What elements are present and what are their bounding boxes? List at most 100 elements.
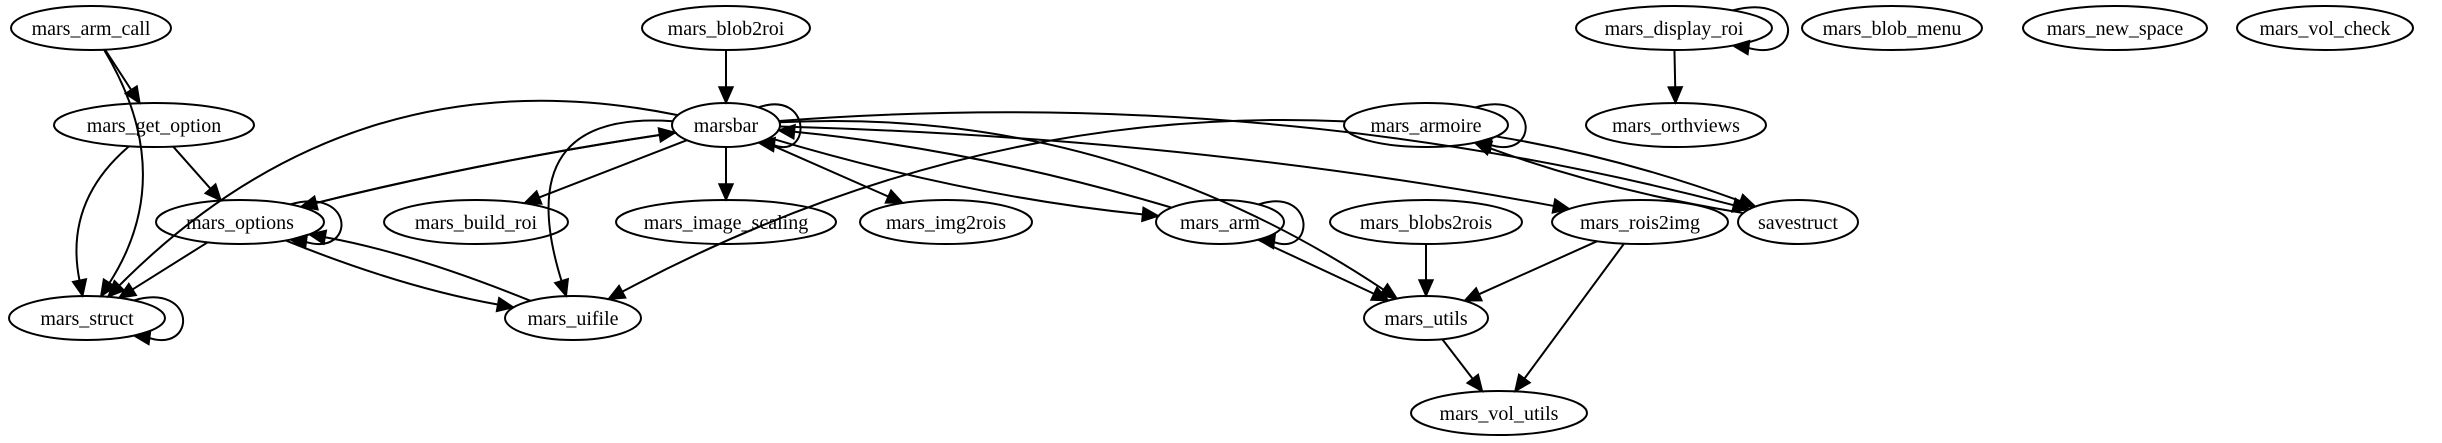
edge-savestruct-to-mars-armoire-arrowhead <box>1472 140 1494 157</box>
edge-mars-uifile-to-mars-options-line <box>324 236 531 302</box>
edge-mars-utils-to-mars-vol-utils-arrowhead <box>1465 373 1484 393</box>
node-mars-arm-call[interactable]: mars_arm_call <box>10 5 172 51</box>
edge-mars-arm-to-marsbar <box>794 130 1172 209</box>
node-mars-options[interactable]: mars_options <box>155 199 325 245</box>
edge-mars-arm-call-to-mars-struct <box>103 49 144 284</box>
node-ellipse <box>10 5 172 51</box>
node-label: mars_new_space <box>2047 18 2184 40</box>
node-label: mars_arm_call <box>32 18 151 40</box>
node-mars-blob-menu[interactable]: mars_blob_menu <box>1801 5 1983 51</box>
node-label: mars_blob_menu <box>1823 18 1962 40</box>
edge-mars-arm-to-mars-utils-arrowhead <box>1369 286 1391 302</box>
edge-marsbar-to-mars-struct <box>118 99 678 287</box>
node-mars-struct[interactable]: mars_struct <box>8 295 166 341</box>
node-mars-get-option[interactable]: mars_get_option <box>53 102 255 148</box>
edge-marsbar-to-mars-utils <box>779 119 1385 291</box>
node-ellipse <box>155 199 325 245</box>
edge-marsbar-to-mars-rois2img-line <box>779 125 1554 207</box>
node-ellipse <box>383 199 569 245</box>
edge-marsbar-to-mars-options-line <box>315 131 676 204</box>
edge-mars-display-roi-to-mars-orthviews-arrowhead <box>1667 86 1684 105</box>
edge-marsbar-to-mars-img2rois <box>762 140 889 198</box>
edge-mars-arm-call-to-mars-get-option-arrowhead <box>123 84 141 105</box>
edge-marsbar-to-mars-rois2img-arrowhead <box>1551 197 1572 214</box>
node-mars-image-scaling[interactable]: mars_image_scaling <box>615 199 837 245</box>
edge-mars-get-option-to-mars-struct <box>75 145 130 281</box>
edge-mars-struct-to-mars-struct <box>133 296 184 341</box>
edge-marsbar-to-savestruct-line <box>779 111 1734 207</box>
edge-marsbar-to-mars-build-roi <box>538 139 688 199</box>
edge-mars-blobs2rois-to-mars-utils-arrowhead <box>1417 279 1435 298</box>
edge-mars-display-roi-to-mars-orthviews-line <box>1673 49 1677 88</box>
node-label: mars_vol_utils <box>1440 403 1559 425</box>
edge-marsbar-to-marsbar-line <box>758 103 802 148</box>
edge-marsbar-to-mars-uifile-arrowhead <box>553 277 570 298</box>
node-mars-display-roi[interactable]: mars_display_roi <box>1575 5 1773 51</box>
edge-mars-armoire-to-mars-armoire <box>1474 103 1527 148</box>
edge-mars-armoire-to-savestruct-arrowhead <box>1736 193 1758 209</box>
edge-savestruct-to-mars-armoire-line <box>1489 147 1744 215</box>
edge-mars-get-option-to-mars-struct-line <box>75 145 130 281</box>
node-ellipse <box>2236 5 2414 51</box>
node-mars-vol-check[interactable]: mars_vol_check <box>2236 5 2414 51</box>
edge-mars-arm-to-mars-utils <box>1257 238 1375 295</box>
node-mars-orthviews[interactable]: mars_orthviews <box>1585 102 1767 148</box>
edge-mars-arm-to-mars-arm-line <box>1258 200 1305 245</box>
node-mars-build-roi[interactable]: mars_build_roi <box>383 199 569 245</box>
edge-mars-rois2img-to-mars-utils <box>1478 240 1598 296</box>
edge-marsbar-to-mars-rois2img <box>779 125 1554 207</box>
edge-mars-options-to-mars-uifile-arrowhead <box>495 296 516 313</box>
edge-mars-utils-to-mars-vol-utils <box>1441 338 1474 380</box>
edge-mars-options-to-mars-struct-arrowhead <box>117 282 138 299</box>
edge-mars-options-to-mars-options-line <box>290 200 343 245</box>
edge-mars-display-roi-to-mars-display-roi <box>1732 6 1790 51</box>
edge-marsbar-to-mars-struct-line <box>118 99 678 287</box>
edge-marsbar-to-mars-build-roi-line <box>538 139 688 199</box>
edge-marsbar-to-mars-img2rois-arrowhead <box>884 188 905 204</box>
node-mars-armoire[interactable]: mars_armoire <box>1343 102 1509 148</box>
node-ellipse <box>504 295 642 341</box>
edge-marsbar-to-mars-struct-arrowhead <box>106 279 126 299</box>
edge-mars-utils-to-mars-vol-utils-line <box>1441 338 1474 380</box>
node-ellipse <box>1343 102 1509 148</box>
node-ellipse <box>1363 295 1489 341</box>
node-mars-rois2img[interactable]: mars_rois2img <box>1551 199 1729 245</box>
node-label: mars_img2rois <box>886 212 1006 234</box>
node-marsbar[interactable]: marsbar <box>671 102 781 148</box>
node-label: savestruct <box>1758 212 1838 234</box>
node-mars-utils[interactable]: mars_utils <box>1363 295 1489 341</box>
node-mars-arm[interactable]: mars_arm <box>1155 199 1285 245</box>
node-mars-blobs2rois[interactable]: mars_blobs2rois <box>1329 199 1523 245</box>
edge-marsbar-to-mars-uifile <box>547 119 673 282</box>
node-ellipse <box>1410 390 1588 436</box>
edge-mars-blob2roi-to-marsbar-arrowhead <box>717 86 735 105</box>
node-label: mars_get_option <box>87 115 221 137</box>
node-ellipse <box>53 102 255 148</box>
edge-marsbar-to-mars-utils-line <box>779 119 1385 291</box>
node-label: mars_display_roi <box>1605 18 1744 40</box>
node-ellipse <box>641 5 811 51</box>
edge-mars-armoire-to-savestruct <box>1495 135 1741 202</box>
node-mars-vol-utils[interactable]: mars_vol_utils <box>1410 390 1588 436</box>
edge-mars-options-to-mars-uifile-line <box>285 239 498 306</box>
edge-marsbar-to-mars-build-roi-arrowhead <box>522 189 543 205</box>
edge-mars-options-to-marsbar-arrowhead <box>657 127 678 144</box>
edge-mars-options-to-marsbar-line <box>300 133 660 208</box>
node-label: mars_vol_check <box>2259 18 2390 40</box>
edge-mars-get-option-to-mars-options-arrowhead <box>203 182 223 202</box>
node-savestruct[interactable]: savestruct <box>1737 199 1859 245</box>
edge-marsbar-to-mars-arm-line <box>769 137 1143 216</box>
edge-mars-arm-call-to-mars-struct-arrowhead <box>99 277 117 298</box>
node-mars-new-space[interactable]: mars_new_space <box>2022 5 2208 51</box>
edge-marsbar-to-mars-img2rois-line <box>762 140 889 198</box>
node-mars-img2rois[interactable]: mars_img2rois <box>859 199 1033 245</box>
edge-mars-rois2img-to-mars-utils-line <box>1478 240 1598 296</box>
edge-mars-arm-call-to-mars-get-option-line <box>104 49 132 91</box>
edge-mars-struct-to-mars-struct-line <box>133 296 184 341</box>
node-mars-blob2roi[interactable]: mars_blob2roi <box>641 5 811 51</box>
edge-marsbar-to-mars-image-scaling-arrowhead <box>717 183 735 202</box>
node-mars-uifile[interactable]: mars_uifile <box>504 295 642 341</box>
edge-mars-arm-to-mars-utils-line <box>1257 238 1375 295</box>
edge-mars-arm-to-mars-arm <box>1258 200 1305 245</box>
